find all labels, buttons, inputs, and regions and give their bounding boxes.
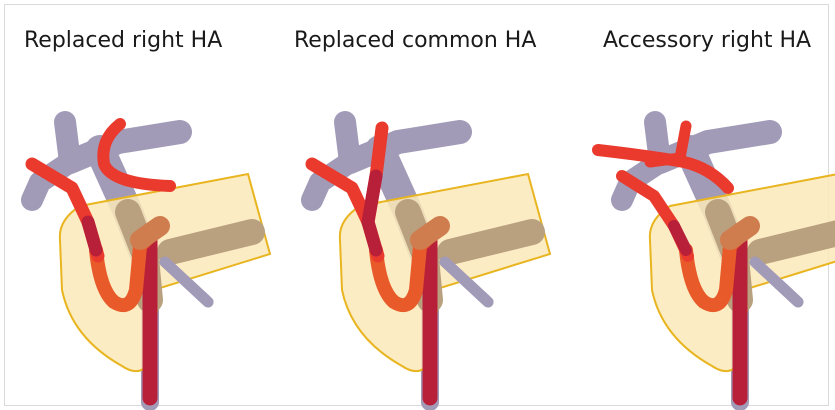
panel-3-diagram [598,122,835,402]
panel-2-diagram [312,122,550,402]
panel-1-diagram [32,122,270,402]
